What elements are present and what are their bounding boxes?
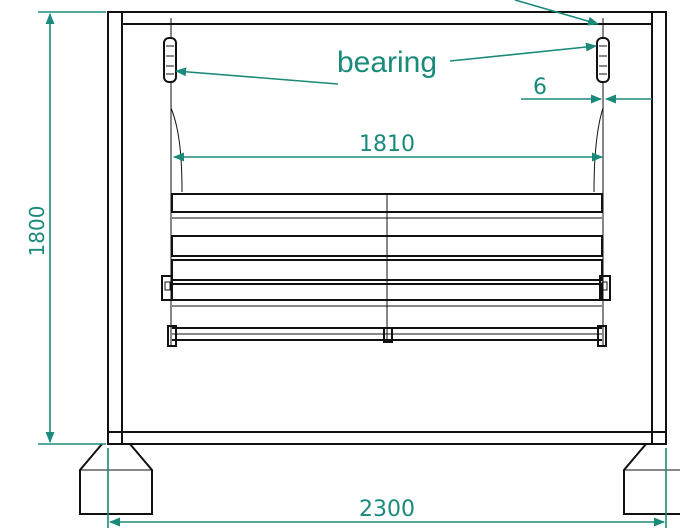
right-post [651,11,667,445]
right-spring-body [596,37,610,83]
left-post [107,11,123,445]
center-clip [383,327,393,343]
right-foot [623,443,680,515]
seat-slats [171,193,603,343]
inner-label: 1810 [359,132,415,157]
height-label: 1800 [25,206,49,257]
right-bracket [599,275,611,301]
right-end-cap [597,325,607,347]
bearing-leader-left [174,67,339,85]
left-spring-body [163,37,177,83]
frame [107,11,667,445]
dimension-width: 2300 [107,448,667,528]
left-bracket-hole [164,281,171,291]
top-leader [514,0,600,26]
feet [79,443,680,515]
right-suspension [593,18,610,345]
left-side-arm [170,107,183,193]
dimension-gap: 6 [521,75,652,104]
bearing-label: bearing [337,46,437,79]
left-foot [79,443,153,515]
left-bracket [161,275,173,301]
dimension-inner: 1810 [172,132,604,162]
bearing-leader-right [449,42,598,62]
right-side-arm [593,107,604,193]
right-bracket-hole [601,281,608,291]
bearing-callout: bearing [174,0,600,85]
width-label: 2300 [359,497,415,522]
left-suspension [163,18,183,345]
left-end-cap [167,325,177,347]
seat-brackets [161,275,611,347]
gap-label: 6 [533,75,547,100]
dimension-height: 1800 [25,11,106,445]
